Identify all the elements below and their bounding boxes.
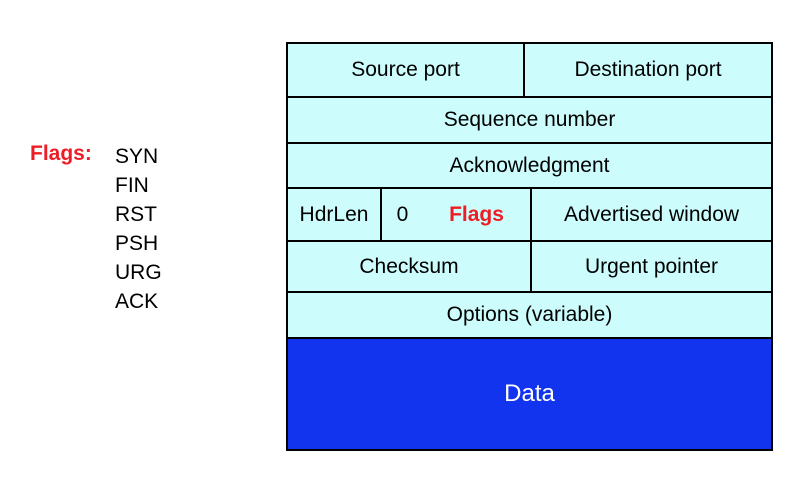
options-field: Options (variable) — [446, 303, 613, 326]
flag-item-psh: PSH — [115, 232, 159, 255]
flag-item-rst: RST — [115, 203, 157, 226]
flag-item-urg: URG — [115, 261, 162, 284]
source-port-field: Source port — [351, 58, 460, 81]
flag-item-syn: SYN — [115, 145, 159, 168]
row-checksum: Checksum Urgent pointer — [288, 242, 771, 293]
row-flags: HdrLen 0 Flags Advertised window — [288, 189, 771, 242]
row-ports: Source port Destination port — [288, 44, 771, 98]
row-options: Options (variable) — [288, 293, 771, 339]
data-section: Data — [288, 339, 771, 449]
flag-item-fin: FIN — [115, 174, 149, 197]
acknowledgment-field: Acknowledgment — [449, 153, 610, 177]
flag-item-ack: ACK — [115, 290, 159, 313]
flags-field: Flags — [449, 202, 504, 226]
flags-legend-title: Flags: — [30, 142, 92, 165]
flags-legend-list: SYN FIN RST PSH URG ACK — [115, 142, 162, 316]
row-sequence: Sequence number — [288, 98, 771, 144]
tcp-header-diagram: Source port Destination port Sequence nu… — [286, 42, 773, 451]
advertised-window-field: Advertised window — [530, 189, 771, 240]
urgent-pointer-field: Urgent pointer — [530, 242, 771, 291]
sequence-number-field: Sequence number — [443, 108, 616, 131]
row-acknowledgment: Acknowledgment — [288, 144, 771, 189]
destination-port-field: Destination port — [523, 44, 771, 96]
checksum-field: Checksum — [359, 254, 459, 278]
hdrlen-field: HdrLen — [299, 202, 369, 226]
reserved-field: 0 — [380, 189, 423, 240]
